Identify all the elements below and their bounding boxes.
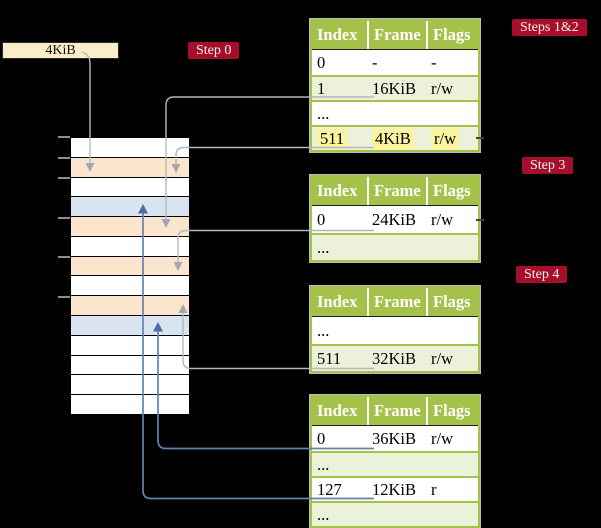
column-header-flags: Flags xyxy=(426,397,478,425)
table-header-row: Index Frame Flags xyxy=(312,177,478,206)
cell-index: 1 xyxy=(317,78,326,98)
cell-frame: 32KiB xyxy=(372,348,417,368)
column-header-frame: Frame xyxy=(367,21,426,49)
page-table-4: Index Frame Flags 0 36KiB r/w ... 127 12… xyxy=(309,394,481,528)
memory-tick xyxy=(58,157,70,159)
table-header-row: Index Frame Flags xyxy=(312,397,478,426)
table-row: 511 32KiB r/w xyxy=(312,344,478,371)
cell-index: 511 xyxy=(312,127,367,150)
memory-row-free xyxy=(71,395,189,414)
cell-flags xyxy=(426,317,478,344)
column-header-frame: Frame xyxy=(367,397,426,425)
highlight: r/w xyxy=(431,128,459,149)
cell-flags: - xyxy=(431,52,437,72)
page-table-3: Index Frame Flags ... 511 32KiB r/w xyxy=(309,285,481,374)
cell-flags: r/w xyxy=(431,209,453,229)
cell-frame xyxy=(367,317,426,344)
memory-tick xyxy=(58,256,70,258)
cell-index: ... xyxy=(317,103,330,123)
badge-step-4: Step 4 xyxy=(516,266,568,283)
cell-index: 0 xyxy=(317,209,326,229)
cell-index: ... xyxy=(317,454,330,474)
cell-frame xyxy=(367,102,426,125)
highlight: 511 xyxy=(317,128,348,149)
memory-row-table-24kib xyxy=(71,256,189,276)
cell-index: 0 xyxy=(317,52,326,72)
column-header-frame: Frame xyxy=(367,288,426,316)
cell-flags: r xyxy=(431,479,437,499)
table-row: 0 36KiB r/w xyxy=(312,426,478,451)
cell-flags xyxy=(426,503,478,526)
table-row: 0 - - xyxy=(312,50,478,75)
badge-steps-1-2: Steps 1&2 xyxy=(512,19,587,36)
table-row: ... xyxy=(312,100,478,125)
cell-flags xyxy=(426,102,478,125)
cell-frame xyxy=(367,453,426,476)
badge-step-0: Step 0 xyxy=(188,42,240,59)
column-header-flags: Flags xyxy=(426,177,478,205)
memory-row-free xyxy=(71,138,189,157)
cell-index: 0 xyxy=(317,428,326,448)
column-header-index: Index xyxy=(317,25,358,44)
table-row: ... xyxy=(312,451,478,476)
table-row: 1 16KiB r/w xyxy=(312,75,478,100)
column-header-frame: Frame xyxy=(367,177,426,205)
cell-frame: 4KiB xyxy=(367,127,426,150)
table-row-highlighted: 511 4KiB r/w xyxy=(312,125,478,150)
cell-frame xyxy=(367,235,426,260)
table-row: ... xyxy=(312,501,478,526)
cell-flags: r/w xyxy=(431,78,453,98)
memory-tick xyxy=(58,177,70,179)
cell-index: ... xyxy=(317,504,330,524)
memory-row-table-32kib xyxy=(71,296,189,316)
cell-flags: r/w xyxy=(426,127,478,150)
cell-frame: 36KiB xyxy=(372,428,417,448)
badge-step-3: Step 3 xyxy=(522,157,574,174)
column-header-index: Index xyxy=(317,401,358,420)
cell-index: 511 xyxy=(317,348,342,368)
memory-tick xyxy=(58,296,70,298)
memory-row-free xyxy=(71,335,189,355)
memory-row-free xyxy=(71,236,189,256)
cell-frame xyxy=(367,503,426,526)
column-header-flags: Flags xyxy=(426,288,478,316)
cell-flags xyxy=(426,235,478,260)
page-table-2: Index Frame Flags 0 24KiB r/w ... xyxy=(309,174,481,263)
table-row: 127 12KiB r xyxy=(312,476,478,501)
cell-index: 127 xyxy=(317,479,342,499)
table-row: 0 24KiB r/w xyxy=(312,206,478,233)
memory-row-page-12kib xyxy=(71,197,189,217)
memory-tick xyxy=(58,217,70,219)
frame-address-label: 4KiB xyxy=(2,42,119,59)
cell-frame: 12KiB xyxy=(372,479,417,499)
cell-index: ... xyxy=(317,320,330,340)
memory-tick xyxy=(58,136,70,138)
cell-flags xyxy=(426,453,478,476)
cell-frame: - xyxy=(372,52,378,72)
table-header-row: Index Frame Flags xyxy=(312,288,478,317)
highlight: 4KiB xyxy=(372,128,414,149)
physical-memory-column xyxy=(70,137,190,415)
table-row: ... xyxy=(312,317,478,344)
memory-row-free xyxy=(71,355,189,375)
table-header-row: Index Frame Flags xyxy=(312,21,478,50)
cell-frame: 24KiB xyxy=(372,209,417,229)
cell-frame: 16KiB xyxy=(372,78,417,98)
column-header-index: Index xyxy=(317,292,358,311)
column-header-flags: Flags xyxy=(426,21,478,49)
memory-row-table-4kib xyxy=(71,157,189,177)
memory-row-free xyxy=(71,375,189,395)
memory-row-free xyxy=(71,276,189,296)
cell-flags: r/w xyxy=(431,428,453,448)
cell-flags: r/w xyxy=(431,348,453,368)
page-table-1: Index Frame Flags 0 - - 1 16KiB r/w ... … xyxy=(309,18,481,153)
memory-row-free xyxy=(71,177,189,197)
column-header-index: Index xyxy=(317,181,358,200)
memory-row-table-16kib xyxy=(71,217,189,236)
memory-row-page-36kib xyxy=(71,316,189,335)
cell-index: ... xyxy=(317,237,330,257)
table-row: ... xyxy=(312,233,478,260)
